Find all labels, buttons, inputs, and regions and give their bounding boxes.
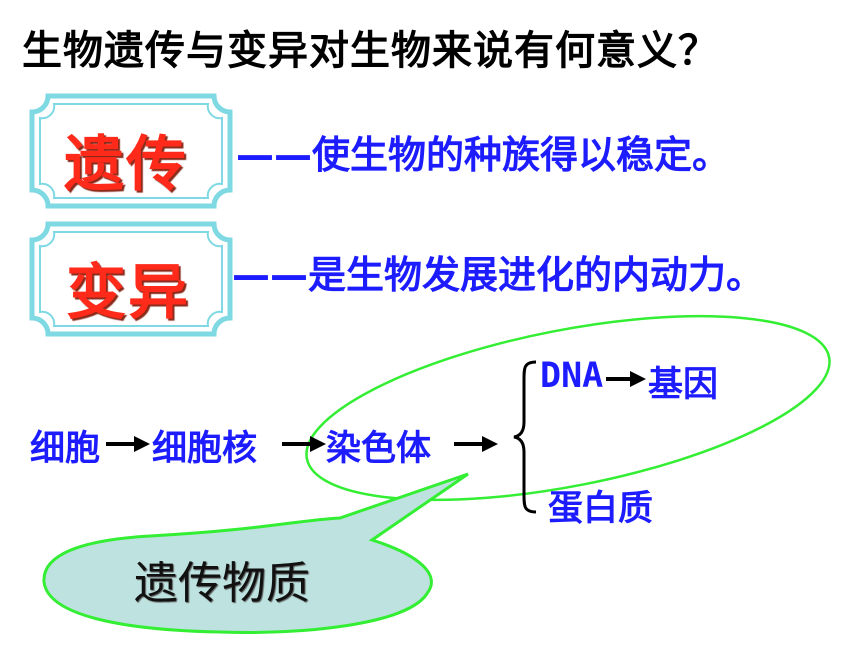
flow-chromosome: 染色体 [326,429,432,469]
page-title: 生物遗传与变异对生物来说有何意义？ [22,28,719,74]
variation-dash: —— [232,253,308,297]
variation-frame [29,221,233,337]
flow-dna-gene: DNA [540,356,603,396]
variation-definition-text: 是生物发展进化的内动力。 [308,253,765,297]
arrow-right-icon [454,436,498,452]
heredity-frame [29,93,233,209]
flow-dna: DNA [540,356,604,396]
green-ellipse [305,314,831,502]
variation-term: 变异 [66,258,190,328]
variation-definition: ——是生物发展进化的内动力。 [232,244,764,299]
callout-text: 遗传物质 [134,558,310,609]
brace-icon [513,360,537,514]
heredity-definition: ——使生物的种族得以稳定。 [236,124,730,179]
arrow-right-icon [606,371,646,387]
callout-bubble [42,472,469,634]
heredity-definition-text: 使生物的种族得以稳定。 [312,133,731,177]
heredity-term: 遗传 [64,130,188,200]
heredity-dash: —— [236,133,312,177]
flow-cell: 细胞 [30,429,101,469]
arrow-right-icon [282,436,326,452]
flow-protein: 蛋白质 [548,489,654,529]
arrow-right-icon [106,436,150,452]
flow-gene: 基因 [648,365,719,405]
flow-nucleus: 细胞核 [152,429,258,469]
